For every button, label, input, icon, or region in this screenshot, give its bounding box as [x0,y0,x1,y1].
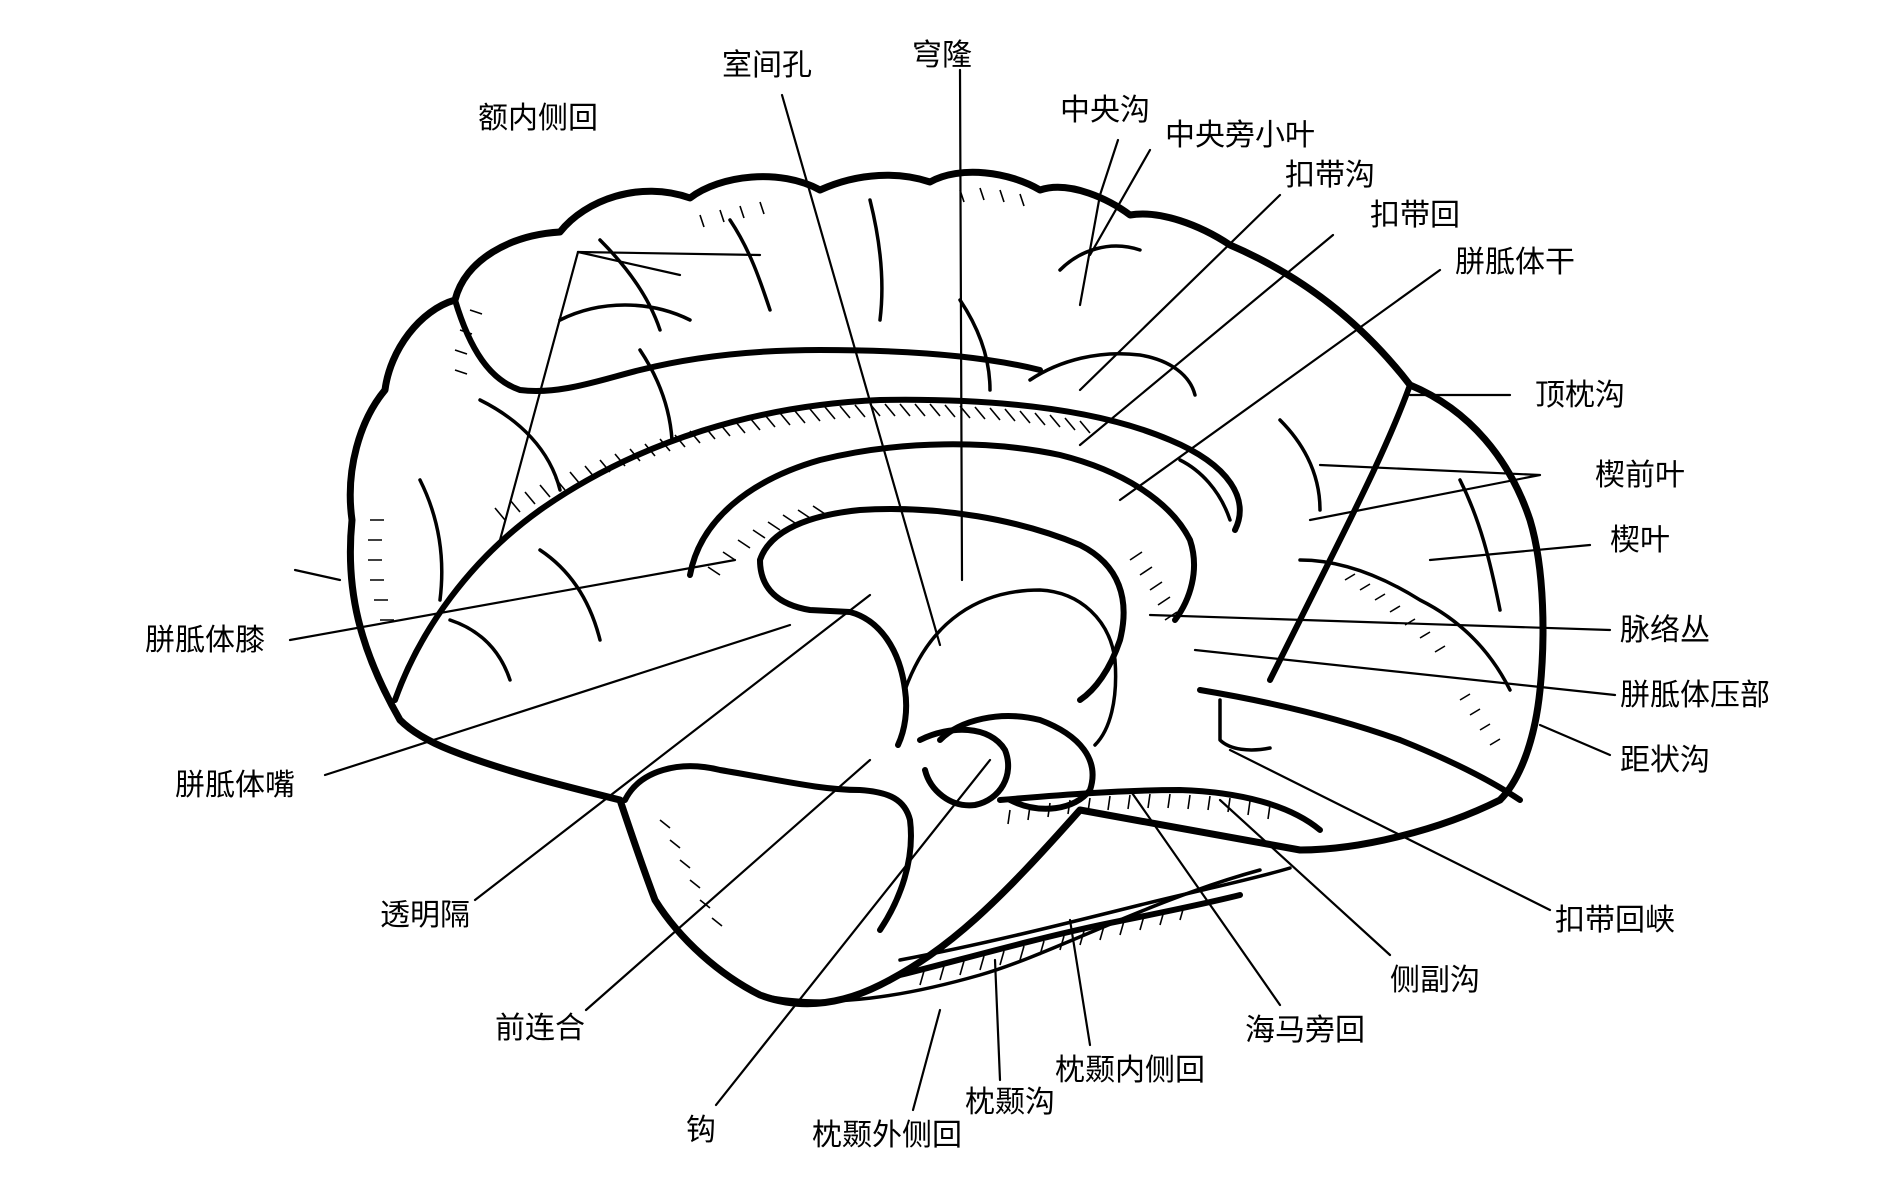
label-occipitotemporal-sulcus: 枕颞沟 [965,1085,1055,1120]
label-calcarine-sulcus: 距状沟 [1620,743,1710,778]
label-precuneus: 楔前叶 [1595,458,1685,493]
label-paracentral-lobule: 中央旁小叶 [1165,118,1315,153]
occipitotemporal-sulcus-line [897,892,1243,978]
label-genu: 胼胝体膝 [145,623,265,658]
label-interventricular-foramen: 室间孔 [722,48,812,83]
calcarine-sulcus-line [1197,687,1523,803]
cingulate-sulcus-line [392,396,1243,703]
label-central-sulcus: 中央沟 [1060,93,1150,128]
label-splenium: 胼胝体压部 [1620,678,1770,713]
parieto-occipital-sulcus-line [1267,382,1413,683]
label-rostrum: 胼胝体嘴 [175,768,295,803]
label-cuneus: 楔叶 [1610,523,1670,558]
label-cingulate-sulcus: 扣带沟 [1285,158,1375,193]
label-medial-occipitotemporal-gyrus: 枕颞内侧回 [1055,1053,1205,1088]
corpus-callosum [757,506,1127,703]
label-corpus-callosum-trunk: 胼胝体干 [1455,245,1575,280]
label-anterior-commissure: 前连合 [495,1011,585,1046]
label-frontal-medial-gyrus: 额内侧回 [478,101,598,136]
label-uncus: 钩 [686,1113,716,1148]
brain-illustration [346,168,1547,1008]
uncus-shape [917,726,1012,809]
label-lateral-occipitotemporal-gyrus: 枕颞外侧回 [812,1118,962,1153]
label-septum-pellucidum: 透明隔 [380,898,470,933]
label-cingulate-isthmus: 扣带回峡 [1555,903,1675,938]
label-parieto-occipital-sulcus: 顶枕沟 [1535,378,1625,413]
label-collateral-sulcus: 侧副沟 [1390,963,1480,998]
labels: 额内侧回 室间孔 穹隆 中央沟 中央旁小叶 扣带沟 扣带回 胼胝体干 顶枕沟 楔… [145,38,1770,1153]
leader-lines [288,68,1617,1112]
label-cingulate-gyrus: 扣带回 [1370,198,1460,233]
label-parahippocampal-gyrus: 海马旁回 [1245,1013,1365,1048]
label-choroid-plexus: 脉络丛 [1620,613,1710,648]
label-fornix: 穹隆 [912,38,972,73]
